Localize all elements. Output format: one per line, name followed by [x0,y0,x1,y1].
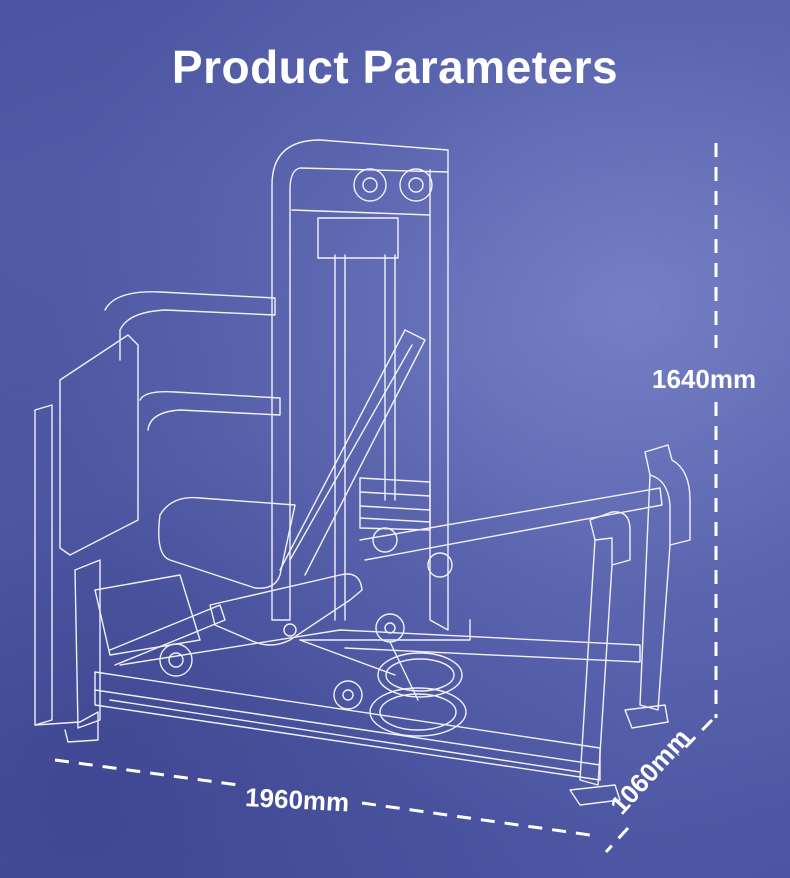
page-title: Product Parameters [171,41,619,93]
depth-dimension-line-bottom [604,826,630,854]
height-dimension-label: 1640mm [652,364,757,394]
width-dimension-label: 1960mm [244,782,350,818]
width-dimension-line-left [54,758,239,787]
width-dimension-line-right [361,801,591,837]
depth-dimension-line-top [676,718,714,757]
